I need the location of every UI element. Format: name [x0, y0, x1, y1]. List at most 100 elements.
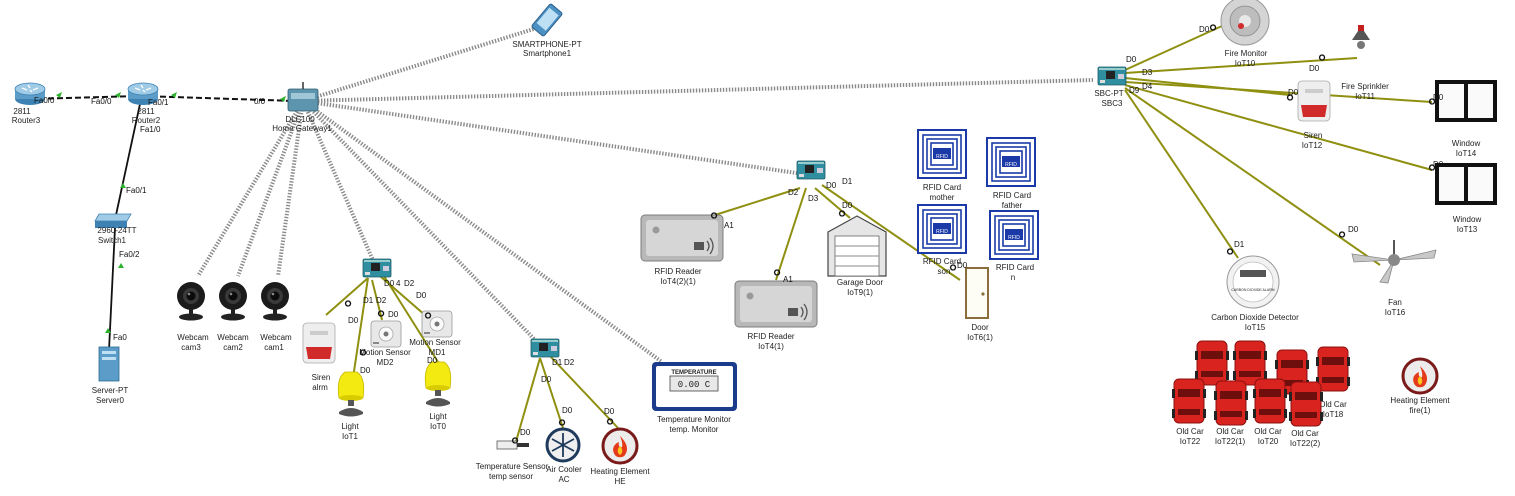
motion-sensor-md2[interactable]: D0 Motion Sensor MD2: [359, 310, 411, 367]
rfid-reader-1[interactable]: A1 RFID Reader IoT4(2)(1): [640, 214, 734, 286]
webcam-cam3[interactable]: Webcam cam3: [177, 282, 209, 352]
router2[interactable]: 2811 Router2: [127, 82, 161, 125]
rfid-card-n[interactable]: RFID RFID Card n: [989, 210, 1039, 282]
cable-mcu2-tempsensor: [514, 357, 541, 446]
cable-mcu2-heater: [549, 355, 619, 429]
router3-model-label: 2811: [13, 107, 31, 116]
door-iot6[interactable]: D0 Door IoT6(1): [957, 261, 993, 342]
window-iot13[interactable]: D0 Window IoT13: [1433, 160, 1497, 234]
wireless-link-temp-monitor: [301, 99, 664, 364]
link-light-up-icon: [105, 328, 111, 333]
old-car-iot20[interactable]: Old Car IoT20: [1252, 378, 1288, 446]
mcu3-board[interactable]: [796, 160, 826, 180]
window-name-label: IoT14: [1456, 149, 1477, 158]
webcam-label: Webcam: [260, 333, 292, 342]
webcam-cam1[interactable]: Webcam cam1: [260, 282, 292, 352]
old-car-iot22-2[interactable]: Old Car IoT22(2): [1288, 381, 1324, 448]
siren-iot12[interactable]: D0 Siren IoT12: [1288, 80, 1331, 150]
heater-label: Heating Element: [1390, 396, 1450, 405]
temperature-sensor[interactable]: D0 Temperature Sensor temp sensor: [476, 428, 549, 481]
mcu1-board[interactable]: [362, 258, 392, 278]
switch1-model-label: 2960-24TT: [97, 226, 136, 235]
car-name-label: IoT18: [1323, 410, 1344, 419]
port-label: D0: [1126, 55, 1137, 64]
gateway-model-label: DLC100: [285, 115, 315, 124]
air-cooler-ac[interactable]: D0 Air Cooler AC: [545, 406, 582, 484]
smartphone[interactable]: SMARTPHONE-PT Smartphone1: [512, 3, 582, 58]
cable-sbc-fan: [1124, 87, 1381, 266]
monitor-screen-value: 0.00 C: [678, 380, 711, 390]
heater-name-label: HE: [614, 477, 625, 486]
wireless-link-mcu2: [301, 99, 542, 347]
temp-monitor-label: Temperature Monitor: [657, 415, 731, 424]
fan-iot16[interactable]: D0 Fan IoT16: [1348, 225, 1437, 317]
monitor-screen-title: TEMPERATURE: [671, 370, 716, 376]
fire-sprinkler[interactable]: D0 Fire Sprinkler IoT11: [1309, 25, 1389, 101]
light-iot1[interactable]: D0 Light IoT1: [337, 366, 371, 441]
siren-label: Siren: [1304, 131, 1323, 140]
old-car-iot22[interactable]: Old Car IoT22: [1171, 378, 1207, 446]
siren-alrm[interactable]: D0 Siren alrm: [302, 316, 359, 392]
link-light-up-icon: [120, 183, 126, 188]
old-car-iot21[interactable]: [1194, 340, 1230, 386]
mcu2-board[interactable]: [530, 338, 560, 358]
wireless-link-smartphone: [302, 25, 541, 103]
webcam-name-label: cam3: [181, 343, 201, 352]
rfid-card-label: RFID Card: [996, 263, 1034, 272]
server0[interactable]: Fa0 Server-PT Server0: [92, 333, 129, 405]
heating-element-he[interactable]: D0 Heating Element HE: [590, 407, 650, 486]
port-label: D0: [1309, 64, 1320, 73]
fire-monitor[interactable]: D0 Fire Monitor IoT10: [1199, 0, 1270, 68]
garage-door[interactable]: D0 Garage Door IoT9(1): [827, 201, 887, 297]
rfid-card-father[interactable]: RFID RFID Card father: [986, 137, 1036, 210]
wireless-link-cam2: [236, 100, 305, 277]
smartphone-name-label: Smartphone1: [523, 49, 572, 58]
router3[interactable]: 2811 Router3: [12, 82, 46, 125]
siren-name-label: IoT12: [1302, 141, 1323, 150]
light-label: Light: [429, 412, 447, 421]
fan-label: Fan: [1388, 298, 1402, 307]
window-iot14[interactable]: D0 Window IoT14: [1433, 80, 1497, 158]
cable-sbc-co2: [1124, 89, 1239, 259]
motion-sensor-md1[interactable]: D0 Motion Sensor MD1: [409, 291, 461, 357]
server-model-label: Server-PT: [92, 386, 129, 395]
switch1-name-label: Switch1: [98, 236, 127, 245]
door-label: Door: [971, 323, 989, 332]
fire-sprinkler-name-label: IoT11: [1355, 92, 1375, 101]
webcam-cam2[interactable]: Webcam cam2: [217, 282, 249, 352]
temperature-monitor[interactable]: TEMPERATURE 0.00 C Temperature Monitor t…: [652, 362, 737, 434]
port-label: D0: [1199, 25, 1210, 34]
window-label: Window: [1452, 139, 1481, 148]
window-label: Window: [1453, 215, 1482, 224]
sbc3-board[interactable]: SBC-PT SBC3: [1094, 66, 1127, 108]
link-switch-server: [108, 227, 116, 351]
port-label: Fa0/1: [126, 186, 147, 195]
old-car-iot18[interactable]: Old Car IoT18: [1315, 346, 1351, 419]
co2-detector[interactable]: CARBON DIOXIDE ALARM D1 Carbon Dioxide D…: [1211, 240, 1299, 332]
temp-sensor-label: Temperature Sensor: [476, 462, 549, 471]
cable-sbc-window14: [1124, 81, 1433, 103]
rfid-reader-2[interactable]: A1 RFID Reader IoT4(1): [734, 275, 818, 351]
switch1[interactable]: 2960-24TT Switch1: [94, 213, 137, 245]
webcam-name-label: cam1: [264, 343, 284, 352]
home-gateway[interactable]: DLC100 Home Gateway1: [272, 82, 332, 133]
co2-detector-label: Carbon Dioxide Detector: [1211, 313, 1299, 322]
port-label: D2: [376, 296, 387, 305]
heater-name-label: fire(1): [1410, 406, 1431, 415]
port-label: D2: [564, 358, 575, 367]
port-label: D0: [1433, 160, 1444, 169]
port-label: D0: [388, 310, 399, 319]
rfid-card-son[interactable]: RFID RFID Card son: [917, 204, 967, 276]
light-iot0[interactable]: D0 Light IoT0: [424, 356, 452, 431]
cable-mcu1-siren: [325, 277, 369, 316]
old-car-iot19[interactable]: [1232, 340, 1268, 386]
rfid-reader-label: RFID Reader: [654, 267, 701, 276]
rfid-card-mother[interactable]: RFID RFID Card mother: [917, 129, 967, 202]
temp-monitor-name-label: temp. Monitor: [670, 425, 719, 434]
old-car-iot22-1[interactable]: Old Car IoT22(1): [1213, 380, 1249, 446]
router2-model-label: 2811: [137, 107, 155, 116]
rfid-card-name-label: mother: [930, 193, 955, 202]
heating-element-fire1[interactable]: Heating Element fire(1): [1390, 357, 1450, 415]
wireless-link-mcu3: [302, 99, 811, 177]
